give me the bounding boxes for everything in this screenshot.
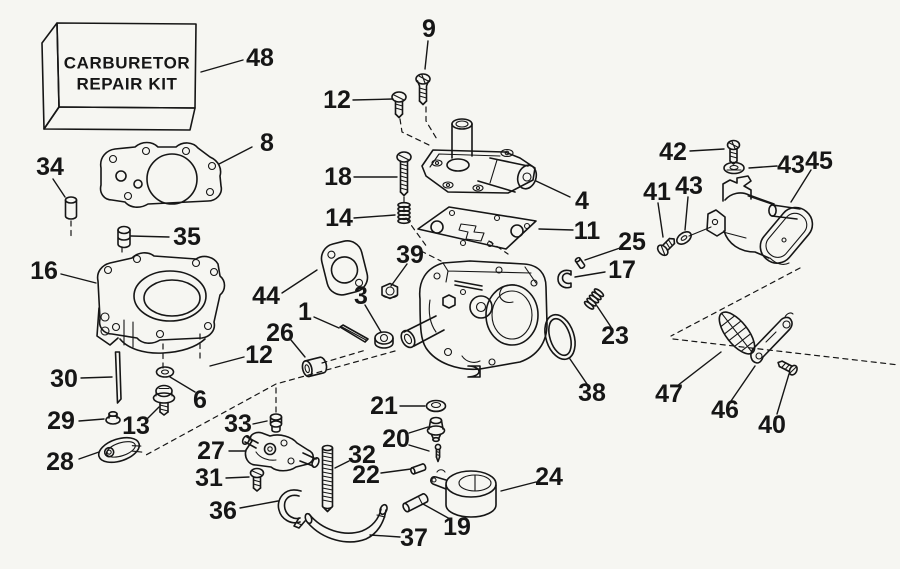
clip-17 (557, 269, 572, 289)
callout-43-right[interactable]: 43 (777, 151, 805, 179)
mounting-gasket-8 (99, 141, 223, 208)
screw-9 (415, 73, 431, 106)
needle-rod-30 (114, 351, 122, 404)
bushing-26 (301, 356, 328, 378)
callout-9[interactable]: 9 (422, 15, 436, 43)
callout-45[interactable]: 45 (805, 147, 833, 175)
callout-48[interactable]: 48 (246, 44, 274, 72)
callout-28[interactable]: 28 (46, 448, 74, 476)
callout-33[interactable]: 33 (224, 410, 252, 438)
callout-21[interactable]: 21 (370, 392, 398, 420)
needle-1 (339, 324, 369, 343)
callout-25[interactable]: 25 (618, 228, 646, 256)
kit-box-label-line1: CARBURETOR (64, 54, 191, 73)
callout-40[interactable]: 40 (758, 411, 786, 439)
callout-11[interactable]: 11 (574, 217, 601, 245)
callout-13[interactable]: 13 (122, 412, 150, 440)
callout-6[interactable]: 6 (193, 386, 207, 414)
callout-8[interactable]: 8 (260, 129, 274, 157)
screw-32 (321, 444, 334, 513)
callout-42[interactable]: 42 (659, 138, 687, 166)
callout-44[interactable]: 44 (252, 282, 280, 310)
spring-14 (397, 201, 411, 225)
lever-46 (750, 312, 794, 364)
flange-gasket-44 (320, 240, 369, 296)
callout-29[interactable]: 29 (47, 407, 75, 435)
spring-23 (583, 288, 605, 310)
air-silencer-45 (706, 175, 814, 265)
callout-43-left[interactable]: 43 (675, 172, 703, 200)
repair-kit-box (41, 22, 197, 131)
clamp-36 (277, 489, 306, 529)
plug-33 (269, 413, 283, 433)
callout-1[interactable]: 1 (298, 298, 312, 326)
callout-24[interactable]: 24 (535, 463, 563, 491)
callout-46[interactable]: 46 (711, 396, 739, 424)
washer-21 (425, 399, 447, 413)
callout-27[interactable]: 27 (197, 437, 225, 465)
callout-14[interactable]: 14 (325, 204, 353, 232)
screw-41 (656, 237, 676, 257)
washer-43-lower (676, 231, 692, 245)
float-cup-24 (430, 469, 497, 518)
bushing-35 (117, 225, 131, 249)
screw-40 (777, 360, 798, 376)
nut-39 (381, 282, 399, 300)
float-arm-28 (97, 436, 143, 464)
callout-3[interactable]: 3 (354, 282, 368, 310)
o-ring-38 (544, 313, 576, 361)
nut-3 (374, 331, 394, 349)
callout-30[interactable]: 30 (50, 365, 78, 393)
callout-16[interactable]: 16 (30, 257, 58, 285)
screw-18 (396, 151, 412, 197)
pump-base-27 (241, 431, 320, 472)
pump-gasket-11 (417, 206, 537, 250)
grommet-29 (105, 410, 121, 425)
callout-4[interactable]: 4 (575, 187, 589, 215)
screw-12-upper (391, 91, 407, 119)
callout-39[interactable]: 39 (396, 241, 424, 269)
callout-19[interactable]: 19 (443, 513, 471, 541)
callout-36[interactable]: 36 (209, 497, 237, 525)
callout-35[interactable]: 35 (173, 223, 201, 251)
screen-47 (718, 311, 756, 355)
screw-42 (726, 139, 741, 165)
washer-43-upper (723, 161, 745, 175)
callout-47[interactable]: 47 (655, 380, 683, 408)
pin-19 (402, 493, 429, 513)
inlet-needle-20 (434, 443, 442, 463)
screw-13 (152, 384, 176, 416)
callout-23[interactable]: 23 (601, 322, 629, 350)
callout-22[interactable]: 22 (352, 461, 380, 489)
leader-lines (52, 40, 812, 538)
pin-22 (410, 463, 427, 475)
callout-12-upper[interactable]: 12 (323, 86, 351, 114)
callout-34[interactable]: 34 (36, 153, 64, 181)
callout-20[interactable]: 20 (382, 425, 410, 453)
pin-25 (574, 256, 586, 270)
callout-41[interactable]: 41 (643, 178, 671, 206)
callout-38[interactable]: 38 (578, 379, 606, 407)
callout-37[interactable]: 37 (400, 524, 428, 552)
callout-31[interactable]: 31 (195, 464, 223, 492)
needle-seat-20 (426, 416, 446, 443)
float-bowl-16 (96, 252, 226, 354)
screw-31 (249, 467, 265, 492)
callout-26[interactable]: 26 (266, 319, 294, 347)
callout-12-lower[interactable]: 12 (245, 341, 273, 369)
dowel-pin-34 (64, 196, 78, 220)
callout-17[interactable]: 17 (608, 256, 636, 284)
carburetor-body (400, 260, 548, 378)
hose-37 (304, 503, 388, 543)
callout-32[interactable]: 32 (348, 441, 376, 469)
callout-numbers: 48 8 34 35 16 44 9 12 18 14 4 11 39 3 1 … (30, 15, 833, 552)
assembly-dashed-lines (70, 106, 900, 456)
fuel-pump-cover-4 (421, 118, 538, 194)
callout-18[interactable]: 18 (324, 163, 352, 191)
washer-6 (155, 366, 175, 378)
kit-box-label-line2: REPAIR KIT (76, 75, 177, 94)
